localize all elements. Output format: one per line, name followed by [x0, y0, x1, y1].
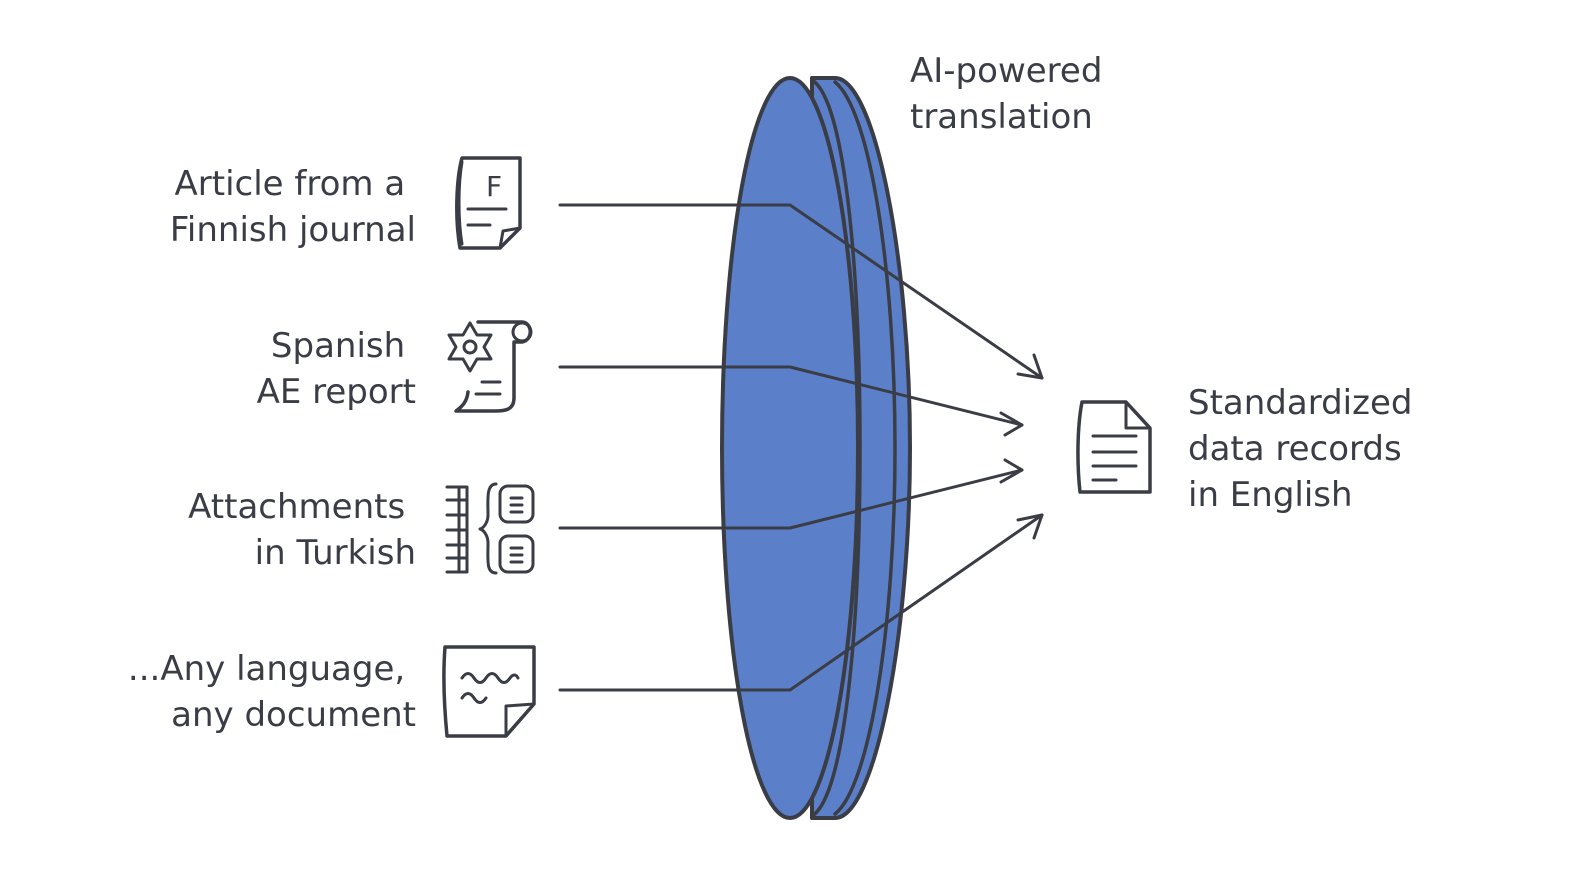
standard-record-icon: [1076, 400, 1152, 494]
lens-label: AI-powered translation: [910, 51, 1113, 137]
generic-document-icon: [442, 645, 536, 738]
input-label-report: Spanish AE report: [257, 326, 416, 412]
arrow-from-attachments: [558, 458, 1024, 530]
arrow-from-article: [558, 203, 1044, 380]
arrows: [558, 203, 1044, 692]
arrow-from-report: [558, 365, 1024, 437]
arrow-from-any-document: [558, 513, 1044, 692]
attachments-icon: [445, 482, 535, 575]
journal-article-icon: F: [455, 156, 522, 250]
input-label-attachments: Attachments in Turkish: [188, 487, 416, 573]
svg-text:F: F: [486, 170, 502, 203]
input-label-article: Article from a Finnish journal: [170, 164, 416, 250]
input-label-any-document: ...Any language, any document: [128, 649, 416, 735]
output-label: Standardized data records in English: [1188, 383, 1423, 515]
translation-lens: [720, 76, 912, 820]
scroll-report-icon: [447, 320, 533, 413]
